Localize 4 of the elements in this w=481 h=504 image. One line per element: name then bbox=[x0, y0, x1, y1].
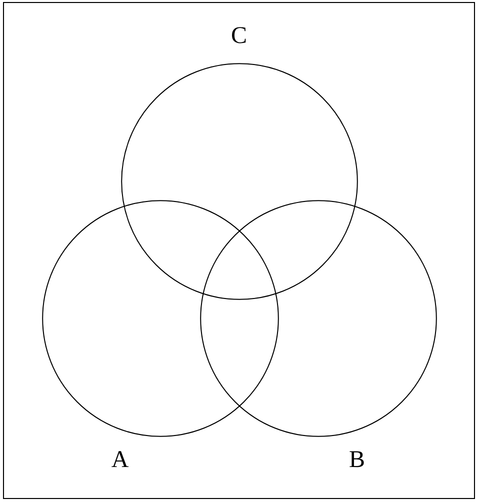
universe-frame bbox=[3, 2, 475, 499]
set-label: C bbox=[231, 24, 247, 48]
set-label: B bbox=[349, 448, 365, 472]
set-label: A bbox=[111, 448, 129, 472]
